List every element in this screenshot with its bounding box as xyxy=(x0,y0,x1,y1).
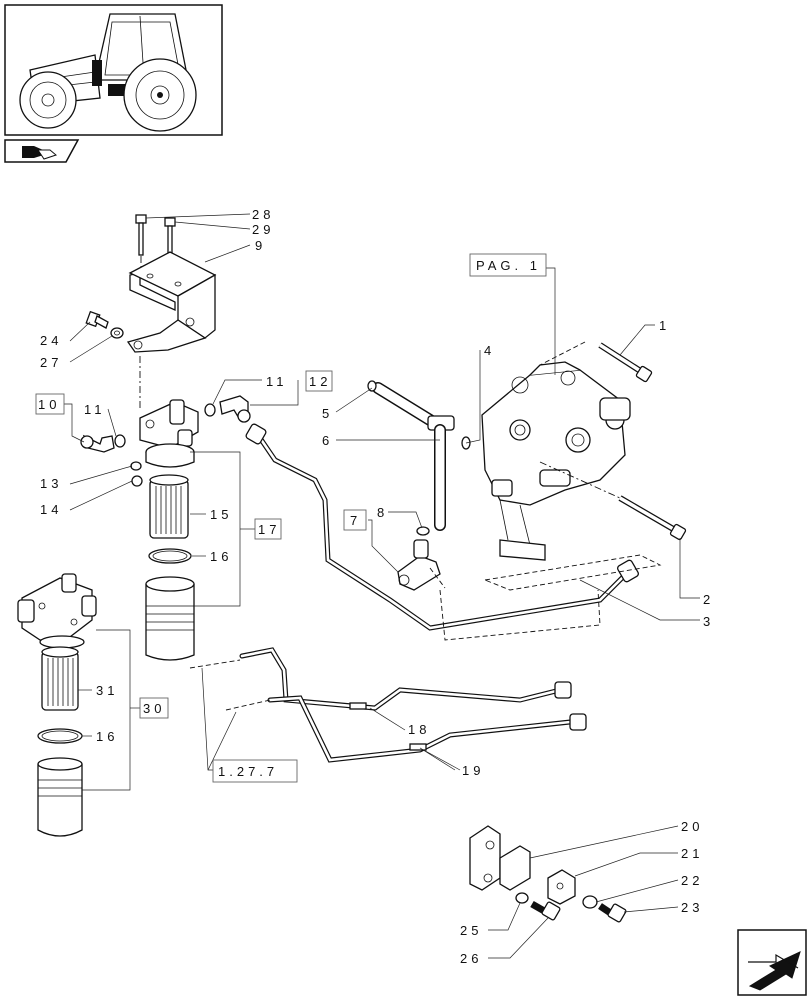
bolt-28 xyxy=(135,214,147,256)
callout-27: 27 xyxy=(40,355,62,370)
bolt-24 xyxy=(85,310,109,329)
callout-11-left: 11 xyxy=(84,402,106,417)
washer-25 xyxy=(515,892,529,904)
callout-pag-1: PAG. 1 xyxy=(476,258,541,273)
screw-2 xyxy=(618,495,687,541)
bolt-29 xyxy=(164,217,176,255)
callout-5: 5 xyxy=(322,406,333,421)
callout-30: 30 xyxy=(143,701,165,716)
callout-13: 13 xyxy=(40,476,62,491)
tee-fitting-7 xyxy=(397,539,441,591)
screw-26 xyxy=(530,900,561,921)
callout-14: 14 xyxy=(40,502,62,517)
callout-26: 26 xyxy=(460,951,482,966)
book-arrow-icon xyxy=(4,139,80,163)
callout-10: 10 xyxy=(38,397,60,412)
callout-11-right: 11 xyxy=(266,374,288,389)
callout-16-lower: 16 xyxy=(96,729,118,744)
callout-7: 7 xyxy=(350,513,361,528)
ref-box-30 xyxy=(139,697,169,719)
o-ring-11b xyxy=(204,403,216,417)
o-ring-5 xyxy=(367,380,377,392)
o-ring-8 xyxy=(416,526,430,536)
seal-13 xyxy=(130,461,142,471)
filter-bowl-30 xyxy=(37,757,83,837)
callout-1: 1 xyxy=(659,318,670,333)
callout-17: 17 xyxy=(258,522,280,537)
callout-20: 20 xyxy=(681,819,703,834)
callout-6: 6 xyxy=(322,433,333,448)
callout-2: 2 xyxy=(703,592,714,607)
ref-box-17 xyxy=(254,518,282,540)
o-ring-16a xyxy=(148,548,192,564)
elbow-fitting-10 xyxy=(80,434,115,453)
pipe-17-to-valve xyxy=(245,423,639,631)
callout-8: 8 xyxy=(377,505,388,520)
washer-27 xyxy=(110,327,124,339)
callout-4: 4 xyxy=(484,343,495,358)
seal-14 xyxy=(131,475,143,487)
ref-box-7 xyxy=(343,509,367,531)
pipe-19 xyxy=(267,695,587,763)
valve-block xyxy=(481,361,631,561)
o-ring-11a xyxy=(114,434,126,448)
callout-3: 3 xyxy=(703,614,714,629)
callout-19: 19 xyxy=(462,763,484,778)
callout-23: 23 xyxy=(681,900,703,915)
washer-22 xyxy=(582,895,598,909)
o-ring-16b xyxy=(37,728,83,744)
filter-cartridge-15 xyxy=(149,474,189,539)
elbow-fitting-12 xyxy=(219,395,251,423)
clamp-bracket-20 xyxy=(469,825,531,891)
callout-22: 22 xyxy=(681,873,703,888)
ref-box-1277 xyxy=(212,759,298,783)
next-page-arrow-icon[interactable] xyxy=(737,929,807,996)
callout-25: 25 xyxy=(460,923,482,938)
callout-28: 28 xyxy=(252,207,274,222)
filter-head-17 xyxy=(139,399,199,468)
tractor-thumbnail-icon xyxy=(4,4,223,136)
callout-12: 12 xyxy=(309,374,331,389)
filter-head-30 xyxy=(17,573,97,649)
filter-cartridge-31 xyxy=(41,646,79,711)
clamp-21 xyxy=(547,869,576,905)
callout-15: 15 xyxy=(210,507,232,522)
callout-21: 21 xyxy=(681,846,703,861)
callout-24: 24 xyxy=(40,333,62,348)
callout-1-27-7: 1.27.7 xyxy=(218,764,278,779)
callout-31: 31 xyxy=(96,683,118,698)
callout-9: 9 xyxy=(255,238,266,253)
callout-16-upper: 16 xyxy=(210,549,232,564)
ref-box-12 xyxy=(305,370,333,392)
bracket-9 xyxy=(126,251,217,353)
ref-box-10 xyxy=(35,393,65,415)
ref-box-pag1 xyxy=(469,253,547,277)
screw-23 xyxy=(598,903,627,923)
tube-6 xyxy=(372,382,455,531)
filter-bowl xyxy=(145,576,195,661)
screw-1 xyxy=(598,342,653,383)
callout-29: 29 xyxy=(252,222,274,237)
callout-18: 18 xyxy=(408,722,430,737)
pipe-18 xyxy=(239,647,572,711)
